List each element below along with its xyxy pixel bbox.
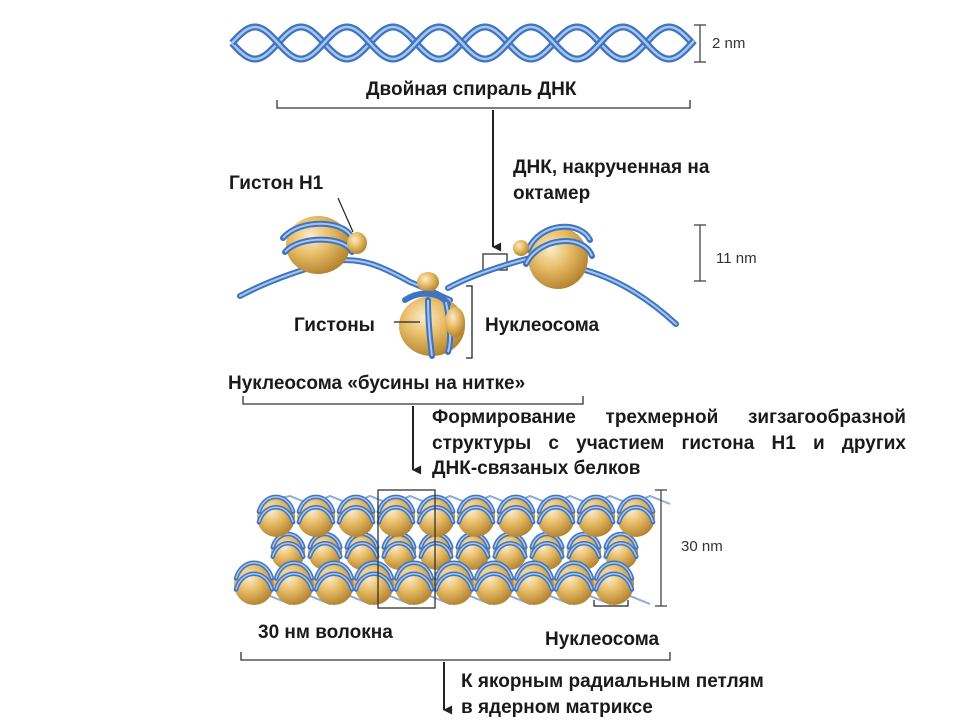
dna-wound-label: ДНК, накрученная на октамер <box>513 155 743 206</box>
chromatin-fiber-30nm <box>233 494 671 606</box>
fiber-nucleosome <box>593 560 635 605</box>
fiber-nucleosome <box>416 494 456 537</box>
fiber-nucleosome <box>418 531 454 570</box>
dna-strand-b-highlight <box>231 25 695 61</box>
nucleosome-right <box>513 223 595 289</box>
fiber-highlight-box <box>377 489 436 609</box>
fiber-nucleosome <box>313 560 355 605</box>
fiber-30nm-label: 30 нм волокна <box>258 622 393 643</box>
fiber-nucleosome <box>513 560 555 605</box>
formation-line-3: ДНК-связаных белков <box>432 458 641 480</box>
fiber-nucleosome <box>433 560 475 605</box>
helix-bracket <box>276 100 691 109</box>
beads-on-string-label: Нуклеосома «бусины на нитке» <box>228 373 526 394</box>
histone-h1-linker-bead <box>417 272 439 292</box>
nucleosome-label-top: Нуклеосома <box>485 315 600 336</box>
histone-h1-label: Гистон Н1 <box>229 173 324 194</box>
scale-bar-30nm <box>655 489 667 607</box>
fiber-nucleosome <box>553 560 595 605</box>
fiber-nucleosome <box>233 560 275 605</box>
fiber-nucleosome <box>576 494 616 537</box>
fiber-nucleosome <box>473 560 515 605</box>
nucleosome-left <box>280 216 367 274</box>
nucleosome-bracket <box>466 285 473 359</box>
fiber-nucleosome <box>381 531 417 570</box>
histones-label: Гистоны <box>294 315 375 336</box>
fiber-bracket <box>240 652 671 661</box>
fiber-nucleosome <box>455 531 491 570</box>
fiber-nucleosome <box>336 494 376 537</box>
fiber-nucleosome <box>273 560 315 605</box>
fiber-nucleosome <box>616 494 656 537</box>
dna-wound-text: ДНК, накрученная на октамер <box>513 157 710 204</box>
fiber-nucleosome <box>456 494 496 537</box>
histone-h1-bead <box>347 232 367 254</box>
fiber-nucleosome <box>393 560 435 605</box>
scale-30nm-label: 30 nm <box>681 538 723 555</box>
anchor-loops-label: К якорным радиальным петлям в ядерном ма… <box>461 669 764 720</box>
nucleosome-label-bottom: Нуклеосома <box>545 629 660 650</box>
formation-line-1: Формирование трехмерной зигзагообразной <box>432 407 906 428</box>
fiber-nucleosome <box>256 494 296 537</box>
fiber-nucleosome-bracket <box>593 600 629 607</box>
fiber-nucleosome <box>536 494 576 537</box>
fiber-nucleosome <box>296 494 336 537</box>
formation-line-2: структуры с участием гистона Н1 и других <box>432 432 906 454</box>
formation-label: Формирование трехмерной зигзагообразной … <box>432 405 906 482</box>
fiber-nucleosome <box>376 494 416 537</box>
histone-h1-pointer <box>337 197 354 233</box>
double-helix-label: Двойная спираль ДНК <box>366 79 577 100</box>
scale-11nm-label: 11 nm <box>716 250 757 267</box>
dna-double-helix <box>229 23 697 63</box>
fiber-nucleosome <box>496 494 536 537</box>
anchor-line-2: в ядерном матриксе <box>461 696 653 718</box>
scale-bar-2nm <box>694 24 706 63</box>
beads-bracket <box>242 396 584 405</box>
fiber-nucleosome <box>353 560 395 605</box>
scale-2nm-label: 2 nm <box>712 35 746 52</box>
nucleosome-middle <box>399 290 465 359</box>
anchor-line-1: К якорным радиальным петлям <box>461 671 764 692</box>
scale-bar-11nm <box>694 224 706 282</box>
